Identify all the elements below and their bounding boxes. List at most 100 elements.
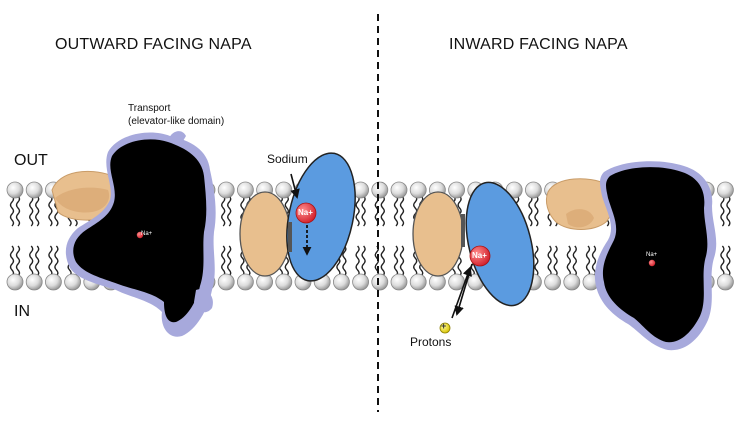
lipid-head <box>236 181 254 199</box>
scaffold-domain-left <box>239 191 291 277</box>
lipid-tail <box>720 195 725 227</box>
lipid-head <box>217 273 235 291</box>
lipid-head <box>332 273 350 291</box>
lipid-tail <box>361 195 366 227</box>
lipid-tail <box>35 195 40 227</box>
lipid-tail <box>29 245 34 277</box>
lipid-tail <box>15 195 21 227</box>
lipid-tail <box>9 245 15 277</box>
transport-domain-right <box>465 181 535 307</box>
sodium-ion-left-structure <box>136 231 144 239</box>
lipid-tail <box>528 195 533 227</box>
transport-domain-left <box>286 152 356 282</box>
lipid-head <box>25 181 43 199</box>
lipid-tail <box>547 245 552 277</box>
lipid-head <box>409 273 427 291</box>
protons-label: Protons <box>410 335 452 349</box>
lipid-head <box>275 181 293 199</box>
sodium-entry-arrow <box>290 173 300 199</box>
gate-bar-left <box>288 222 292 252</box>
scaffold-surface <box>545 178 615 230</box>
lipid-head <box>371 273 389 291</box>
lipid-tail <box>15 245 21 277</box>
lipid-head <box>6 273 24 291</box>
lipid-tail <box>227 245 232 277</box>
lipid-head <box>390 273 408 291</box>
lipid-head <box>236 273 254 291</box>
lipid-head <box>217 181 235 199</box>
sodium-ion-left-cartoon <box>295 202 317 224</box>
lipid-tail <box>221 245 226 277</box>
lipid-head <box>64 273 81 291</box>
surface-patch <box>168 131 186 146</box>
sodium-label: Sodium <box>267 152 308 166</box>
lipid-tail <box>726 245 731 277</box>
lipid-tail <box>399 245 405 277</box>
sodium-ion-right-cartoon <box>469 245 491 267</box>
lipid-head <box>448 181 466 199</box>
scaffold-shading <box>55 187 110 213</box>
lipid-tail <box>534 195 539 227</box>
outward-protein-structure <box>51 131 216 337</box>
out-side-label: OUT <box>14 152 48 169</box>
lipid-tail <box>48 245 53 277</box>
lipid-tail <box>572 245 577 277</box>
lipid-tail <box>726 195 731 227</box>
lipid-tail <box>355 245 360 277</box>
lipid-tail <box>393 245 399 277</box>
lipid-tail <box>35 245 40 277</box>
inward-transporter-cartoon <box>412 181 535 334</box>
lipid-head <box>544 273 561 291</box>
lipid-tail <box>380 195 385 227</box>
lipid-tail <box>361 245 366 277</box>
inward-protein-structure <box>545 161 717 351</box>
transport-domain-surface <box>73 139 207 323</box>
lipid-tail <box>380 245 385 277</box>
lipid-head <box>45 273 62 291</box>
lipid-head <box>371 181 389 199</box>
lipid-tail <box>221 195 226 227</box>
sodium-ion-right-structure-label: Na+ <box>646 252 658 258</box>
gate-bar-right <box>461 214 465 247</box>
sodium-ion-right-cartoon-label: Na+ <box>472 251 487 260</box>
transport-label: Transport <box>128 103 171 114</box>
lipid-tail <box>399 195 405 227</box>
lipid-tail <box>393 195 399 227</box>
lipid-tail <box>227 195 232 227</box>
lipid-head <box>525 181 542 199</box>
sodium-ion-left-structure-label: Na+ <box>141 231 153 237</box>
lipid-tail <box>9 195 15 227</box>
lipid-head <box>563 273 581 291</box>
lipid-tail <box>48 195 53 227</box>
scaffold-domain-right <box>412 191 464 277</box>
lipid-tail <box>591 245 597 277</box>
sodium-ion-right-structure <box>648 259 656 267</box>
lipid-head <box>6 181 24 199</box>
proton-entry-arrow <box>451 266 472 319</box>
lipid-head <box>25 273 43 291</box>
lipid-head <box>717 273 734 291</box>
lipid-tail <box>720 245 725 277</box>
lipid-tail <box>534 245 539 277</box>
sodium-ion-left-cartoon-label: Na+ <box>298 208 313 217</box>
surface-patch <box>194 289 213 313</box>
lipid-head <box>409 181 427 199</box>
lipid-tail <box>54 245 59 277</box>
in-side-label: IN <box>14 303 30 320</box>
lipid-tail <box>342 245 347 277</box>
lipid-tail <box>553 245 558 277</box>
right-panel-title: INWARD FACING NAPA <box>449 36 628 53</box>
proton-symbol: + <box>441 321 447 331</box>
lipid-head <box>390 181 408 199</box>
lipid-tail <box>585 245 591 277</box>
scaffold-shading <box>566 209 594 228</box>
left-panel-title: OUTWARD FACING NAPA <box>55 36 252 53</box>
lipid-head <box>352 273 370 291</box>
lipid-head <box>717 181 734 199</box>
lipid-tail <box>566 245 571 277</box>
lipid-tail <box>355 195 360 227</box>
lipid-head <box>275 273 293 291</box>
transport-sublabel: (elevator-like domain) <box>128 116 225 127</box>
